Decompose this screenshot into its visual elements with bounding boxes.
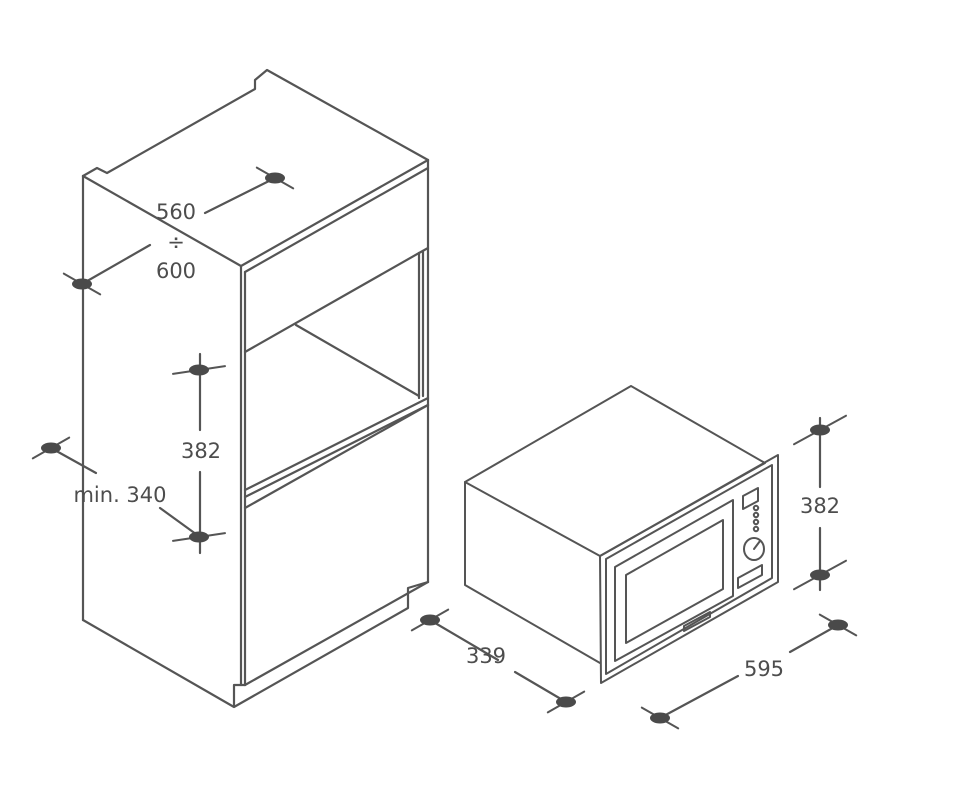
microwave-width-dimension: [658, 674, 740, 720]
cabinet-width-separator-label: ÷: [167, 230, 185, 254]
dimension-markers: [31, 166, 858, 730]
niche-depth-dimension: [158, 506, 202, 539]
cabinet-lower-door-bottom: [243, 580, 430, 687]
cabinet-width-min-label: 560: [156, 200, 196, 224]
niche-depth-dimension: [49, 446, 98, 475]
cabinet-front-top-edge-inner: [243, 166, 430, 274]
microwave-depth-label: 339: [466, 644, 506, 668]
niche-height-label: 382: [181, 439, 221, 463]
dimension-labels: 560 ÷ 600 382 min. 340 339 595 382: [73, 200, 840, 681]
microwave-door-button: [737, 564, 763, 589]
microwave-display: [742, 487, 759, 510]
dimension-lines: [49, 176, 840, 720]
microwave-left-side: [464, 481, 601, 664]
microwave-depth-dimension: [428, 618, 500, 662]
microwave-dial: [743, 537, 765, 561]
microwave-dial-pointer: [753, 540, 761, 550]
microwave-depth-dimension: [513, 670, 568, 704]
dimension-marker-dot: [556, 696, 576, 708]
microwave-drawing: [464, 385, 779, 684]
dimension-marker-dot: [420, 614, 440, 626]
microwave-door: [614, 499, 734, 662]
microwave-frame-inner: [605, 464, 773, 675]
cabinet-width-dimension: [203, 176, 277, 215]
cabinet-drawing: [81, 68, 430, 709]
microwave-height-label: 382: [800, 494, 840, 518]
cabinet-niche-shelf-b: [243, 403, 430, 499]
dimension-marker-dot: [828, 619, 848, 631]
cabinet-plinth: [81, 580, 430, 709]
dimension-marker-dot: [41, 442, 61, 454]
microwave-width-dimension: [788, 623, 840, 654]
cabinet-top-outline: [81, 68, 430, 178]
dimension-marker-dot: [72, 278, 92, 290]
dimension-marker-dot: [810, 424, 830, 436]
microwave-button: [752, 504, 760, 512]
microwave-button: [752, 525, 760, 533]
cabinet-upper-panel-bottom: [243, 251, 421, 354]
microwave-button: [752, 511, 760, 519]
microwave-width-label: 595: [744, 657, 784, 681]
cabinet-front-top-edge: [81, 158, 430, 268]
dimension-marker-dot: [189, 364, 209, 376]
microwave-frame-outer: [599, 454, 779, 684]
cabinet-width-dimension: [80, 243, 152, 286]
microwave-window: [625, 519, 724, 644]
dimension-marker-dot: [650, 712, 670, 724]
dimension-marker-dot: [265, 172, 285, 184]
dimension-marker-dot: [810, 569, 830, 581]
cabinet-niche-inner-diagonal: [294, 323, 421, 398]
microwave-top: [464, 385, 766, 557]
dimension-marker-dot: [189, 531, 209, 543]
cabinet-niche-shelf: [243, 396, 430, 492]
microwave-handle: [683, 611, 711, 632]
microwave-button: [752, 518, 760, 526]
niche-depth-label: min. 340: [73, 483, 166, 507]
cabinet-width-max-label: 600: [156, 259, 196, 283]
cabinet-lower-door-top: [243, 403, 430, 510]
